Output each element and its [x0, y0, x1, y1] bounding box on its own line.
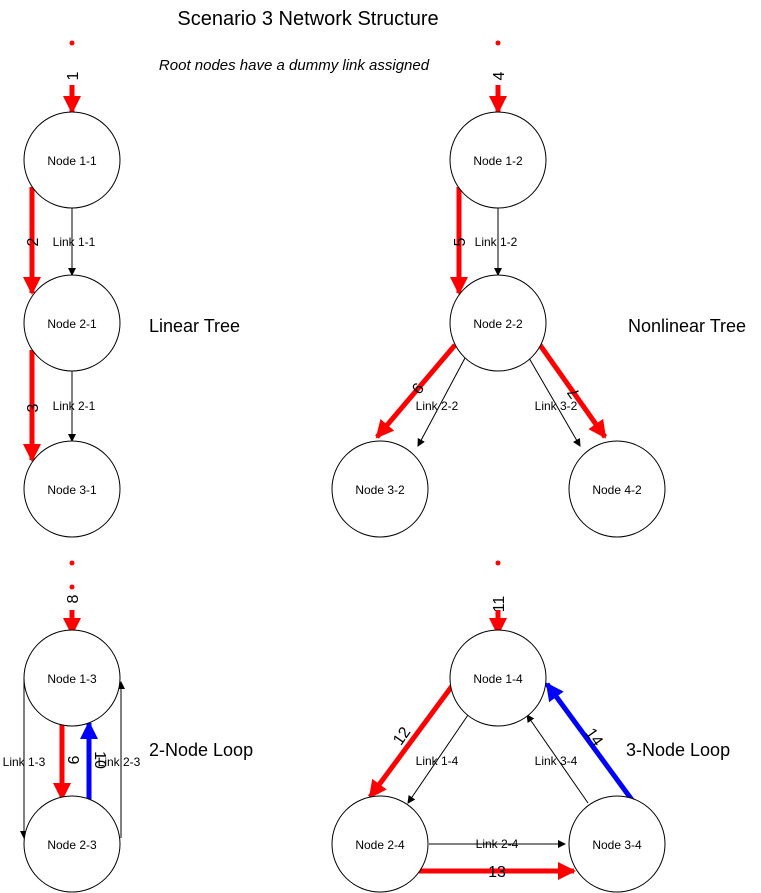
seq-arrow: [375, 343, 457, 439]
seq-number: 10: [91, 751, 108, 769]
seq-arrow-reverse: [544, 682, 635, 802]
link-label: Link 1-4: [416, 754, 459, 768]
group-label: Nonlinear Tree: [628, 316, 746, 336]
node-circle: [23, 111, 121, 209]
three-node-loop-group: 11 Link 1-4 Link 3-4 Link 2-4 12 13 14 N…: [331, 560, 730, 893]
seq-number: 14: [582, 725, 606, 749]
node-circle: [449, 111, 547, 209]
seq-number: 9: [64, 756, 81, 765]
root-dot: [69, 584, 75, 590]
link-arrow: [526, 714, 589, 804]
linear-tree-group: 1 Link 1-1 Link 2-1 2 3 Node 1-1 Node 2-…: [23, 40, 240, 538]
root-dot: [495, 560, 501, 566]
two-node-loop-group: 8 Link 1-3 Link 2-3 9 10 Node 1-3 Node 2…: [3, 560, 253, 893]
link-label: Link 1-1: [53, 235, 96, 249]
node-circle: [568, 795, 666, 893]
node-label: Node 1-4: [473, 672, 523, 686]
link-label: Link 2-1: [53, 399, 96, 413]
node-label: Node 1-1: [47, 154, 97, 168]
node-circle: [449, 274, 547, 372]
root-dot: [495, 40, 501, 46]
node-label: Node 2-3: [47, 838, 97, 852]
group-label: 3-Node Loop: [626, 740, 730, 760]
node-label: Node 3-4: [592, 838, 642, 852]
seq-number: 13: [488, 864, 506, 881]
root-dot: [69, 40, 75, 46]
link-label: Link 1-2: [475, 235, 518, 249]
diagram-title: Scenario 3 Network Structure: [177, 8, 438, 30]
group-label: 2-Node Loop: [149, 740, 253, 760]
node-label: Node 1-3: [47, 672, 97, 686]
node-circle: [331, 795, 429, 893]
seq-number: 8: [65, 594, 82, 603]
seq-number: 2: [25, 237, 42, 246]
nonlinear-tree-group: 4 Link 1-2 5 Link 2-2 Link 3-2 6 7 Node …: [331, 40, 746, 538]
link-label: Link 2-2: [416, 399, 459, 413]
root-dot: [69, 560, 75, 566]
node-circle: [568, 440, 666, 538]
node-label: Node 2-4: [355, 838, 405, 852]
link-arrow: [407, 714, 469, 804]
node-circle: [449, 629, 547, 727]
node-circle: [23, 274, 121, 372]
seq-number: 5: [452, 237, 469, 246]
diagram-subtitle: Root nodes have a dummy link assigned: [159, 57, 430, 74]
node-circle: [23, 629, 121, 727]
node-circle: [23, 440, 121, 538]
link-label: Link 3-2: [535, 399, 578, 413]
group-label: Linear Tree: [149, 316, 240, 336]
node-label: Node 2-2: [473, 317, 523, 331]
link-label: Link 3-4: [535, 754, 578, 768]
seq-number: 1: [65, 71, 82, 80]
link-label: Link 2-3: [98, 755, 141, 769]
link-arrow: [528, 357, 581, 447]
node-label: Node 1-2: [473, 154, 523, 168]
seq-number: 11: [491, 596, 508, 613]
node-circle: [331, 440, 429, 538]
node-circle: [23, 795, 121, 893]
seq-number: 3: [25, 403, 42, 412]
seq-arrow: [367, 680, 458, 799]
link-label: Link 2-4: [476, 837, 519, 851]
node-label: Node 4-2: [592, 483, 642, 497]
link-arrow: [417, 357, 466, 447]
node-label: Node 3-1: [47, 483, 97, 497]
node-label: Node 2-1: [47, 317, 97, 331]
seq-number: 4: [491, 71, 508, 80]
seq-arrow: [537, 343, 608, 439]
link-label: Link 1-3: [3, 755, 46, 769]
node-label: Node 3-2: [355, 483, 405, 497]
